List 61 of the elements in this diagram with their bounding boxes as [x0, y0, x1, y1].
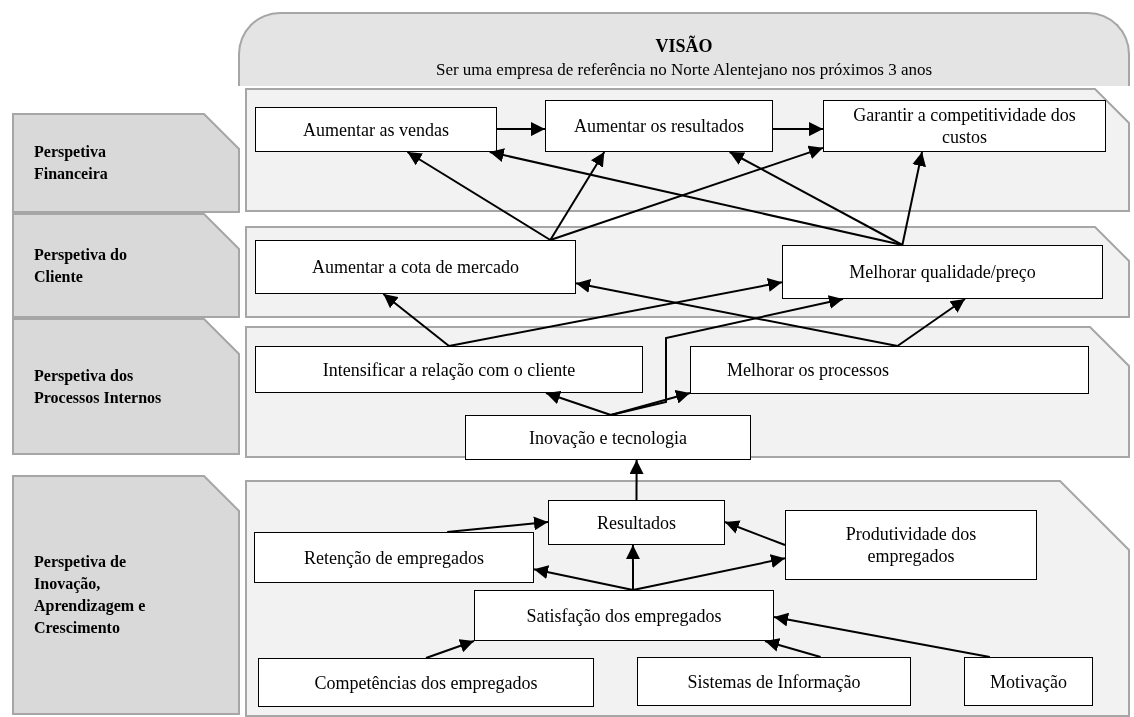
objective-text: Aumentar as vendas — [303, 118, 449, 141]
objective-text: Aumentar os resultados — [574, 115, 744, 137]
arrow — [549, 145, 824, 241]
objective-text: Aumentar a cota de mercado — [312, 256, 519, 278]
arrow — [625, 544, 640, 591]
objective-box — [255, 346, 643, 393]
objective-text: Produtividade dos empregados — [844, 523, 978, 567]
arrow — [533, 565, 634, 591]
objective-text: Inovação e tecnologia — [529, 426, 687, 449]
arrow — [724, 520, 786, 546]
arrow — [609, 295, 844, 416]
objective-box — [255, 107, 497, 152]
arrow — [764, 638, 822, 658]
objective-box — [690, 346, 1089, 394]
arrow — [549, 151, 606, 241]
objective-box — [823, 100, 1106, 152]
vision-header — [238, 12, 1130, 86]
objective-box — [545, 100, 773, 152]
arrow — [496, 122, 546, 137]
arrow — [609, 390, 691, 416]
perspective-label: Perspetiva do Cliente — [34, 244, 128, 287]
arrow — [382, 293, 450, 347]
objective-text: Garantir a competitividade dos custos — [852, 104, 1077, 148]
arrow — [728, 151, 904, 246]
arrow — [545, 390, 612, 416]
objective-box — [964, 657, 1093, 706]
arrow — [575, 279, 899, 347]
arrow — [773, 612, 991, 658]
objective-box — [254, 532, 534, 583]
vision-title: VISÃO — [655, 34, 713, 58]
objective-box — [548, 500, 725, 545]
perspective-label: Perspetiva dos Processos Internos — [34, 365, 162, 408]
vision-statement: Ser uma empresa de referência no Norte Alentejano nos próximos 3 anos — [435, 59, 933, 81]
arrow — [406, 151, 552, 241]
objective-text: Satisfação dos empregados — [526, 604, 722, 627]
objective-text: Resultados — [597, 511, 676, 534]
objective-box — [474, 590, 774, 641]
arrow — [448, 278, 783, 347]
arrow — [896, 298, 966, 347]
arrow — [901, 151, 926, 246]
arrow — [629, 459, 644, 501]
perspective-label: Perspetiva de Inovação, Aprendizagem e Crescimento — [34, 552, 147, 638]
objective-text: Melhorar qualidade/preço — [849, 261, 1036, 283]
objective-text: Melhorar os processos — [727, 359, 889, 381]
objective-box — [785, 510, 1037, 580]
arrow — [488, 148, 904, 246]
arrow — [425, 639, 475, 659]
objective-box — [258, 658, 594, 707]
arrow — [446, 516, 549, 533]
arrow — [632, 554, 786, 591]
objective-box — [637, 657, 911, 706]
perspective-label: Perspetiva Financeira — [34, 142, 109, 184]
objective-box — [465, 415, 751, 460]
objective-box — [782, 245, 1103, 299]
arrow — [772, 122, 824, 137]
objective-text: Competências dos empregados — [314, 671, 538, 694]
objective-box — [255, 240, 576, 294]
objective-text: Intensificar a relação com o cliente — [322, 358, 576, 381]
objective-text: Motivação — [990, 670, 1067, 693]
objective-text: Retenção de empregados — [304, 546, 484, 569]
objective-text: Sistemas de Informação — [687, 670, 861, 693]
